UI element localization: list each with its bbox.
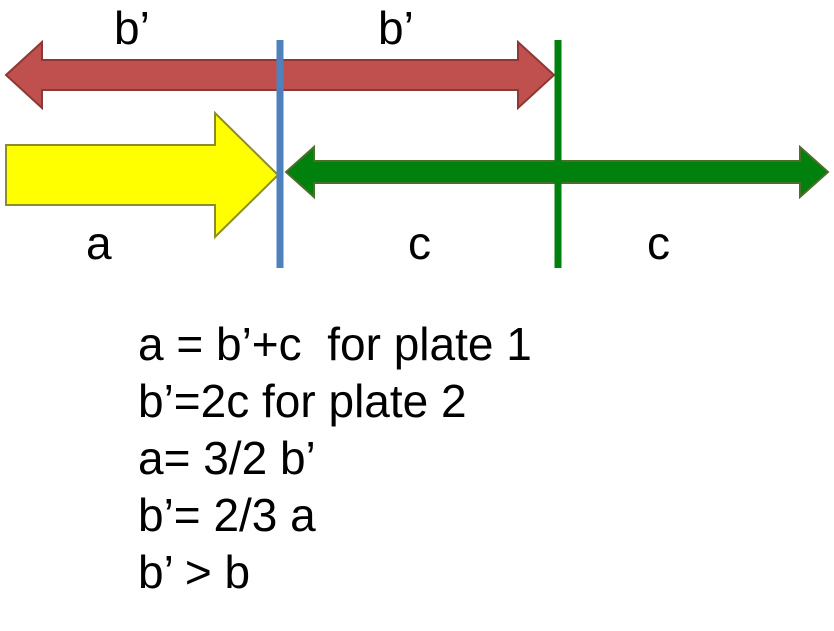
- equation-line: b’= 2/3 a: [138, 489, 316, 541]
- equation-list: a = b’+c for plate 1 b’=2c for plate 2 a…: [138, 316, 532, 601]
- equation-line: b’=2c for plate 2: [138, 375, 467, 427]
- label-b-prime-right: b’: [378, 2, 414, 54]
- yellow-arrow: [5, 110, 280, 240]
- label-a: a: [86, 217, 112, 269]
- label-c-right: c: [647, 217, 670, 269]
- equation-line: a = b’+c for plate 1: [138, 318, 532, 370]
- equation-line: a= 3/2 b’: [138, 432, 316, 484]
- label-b-prime-left: b’: [114, 2, 150, 54]
- equation-line: b’ > b: [138, 546, 251, 598]
- label-c-left: c: [408, 217, 431, 269]
